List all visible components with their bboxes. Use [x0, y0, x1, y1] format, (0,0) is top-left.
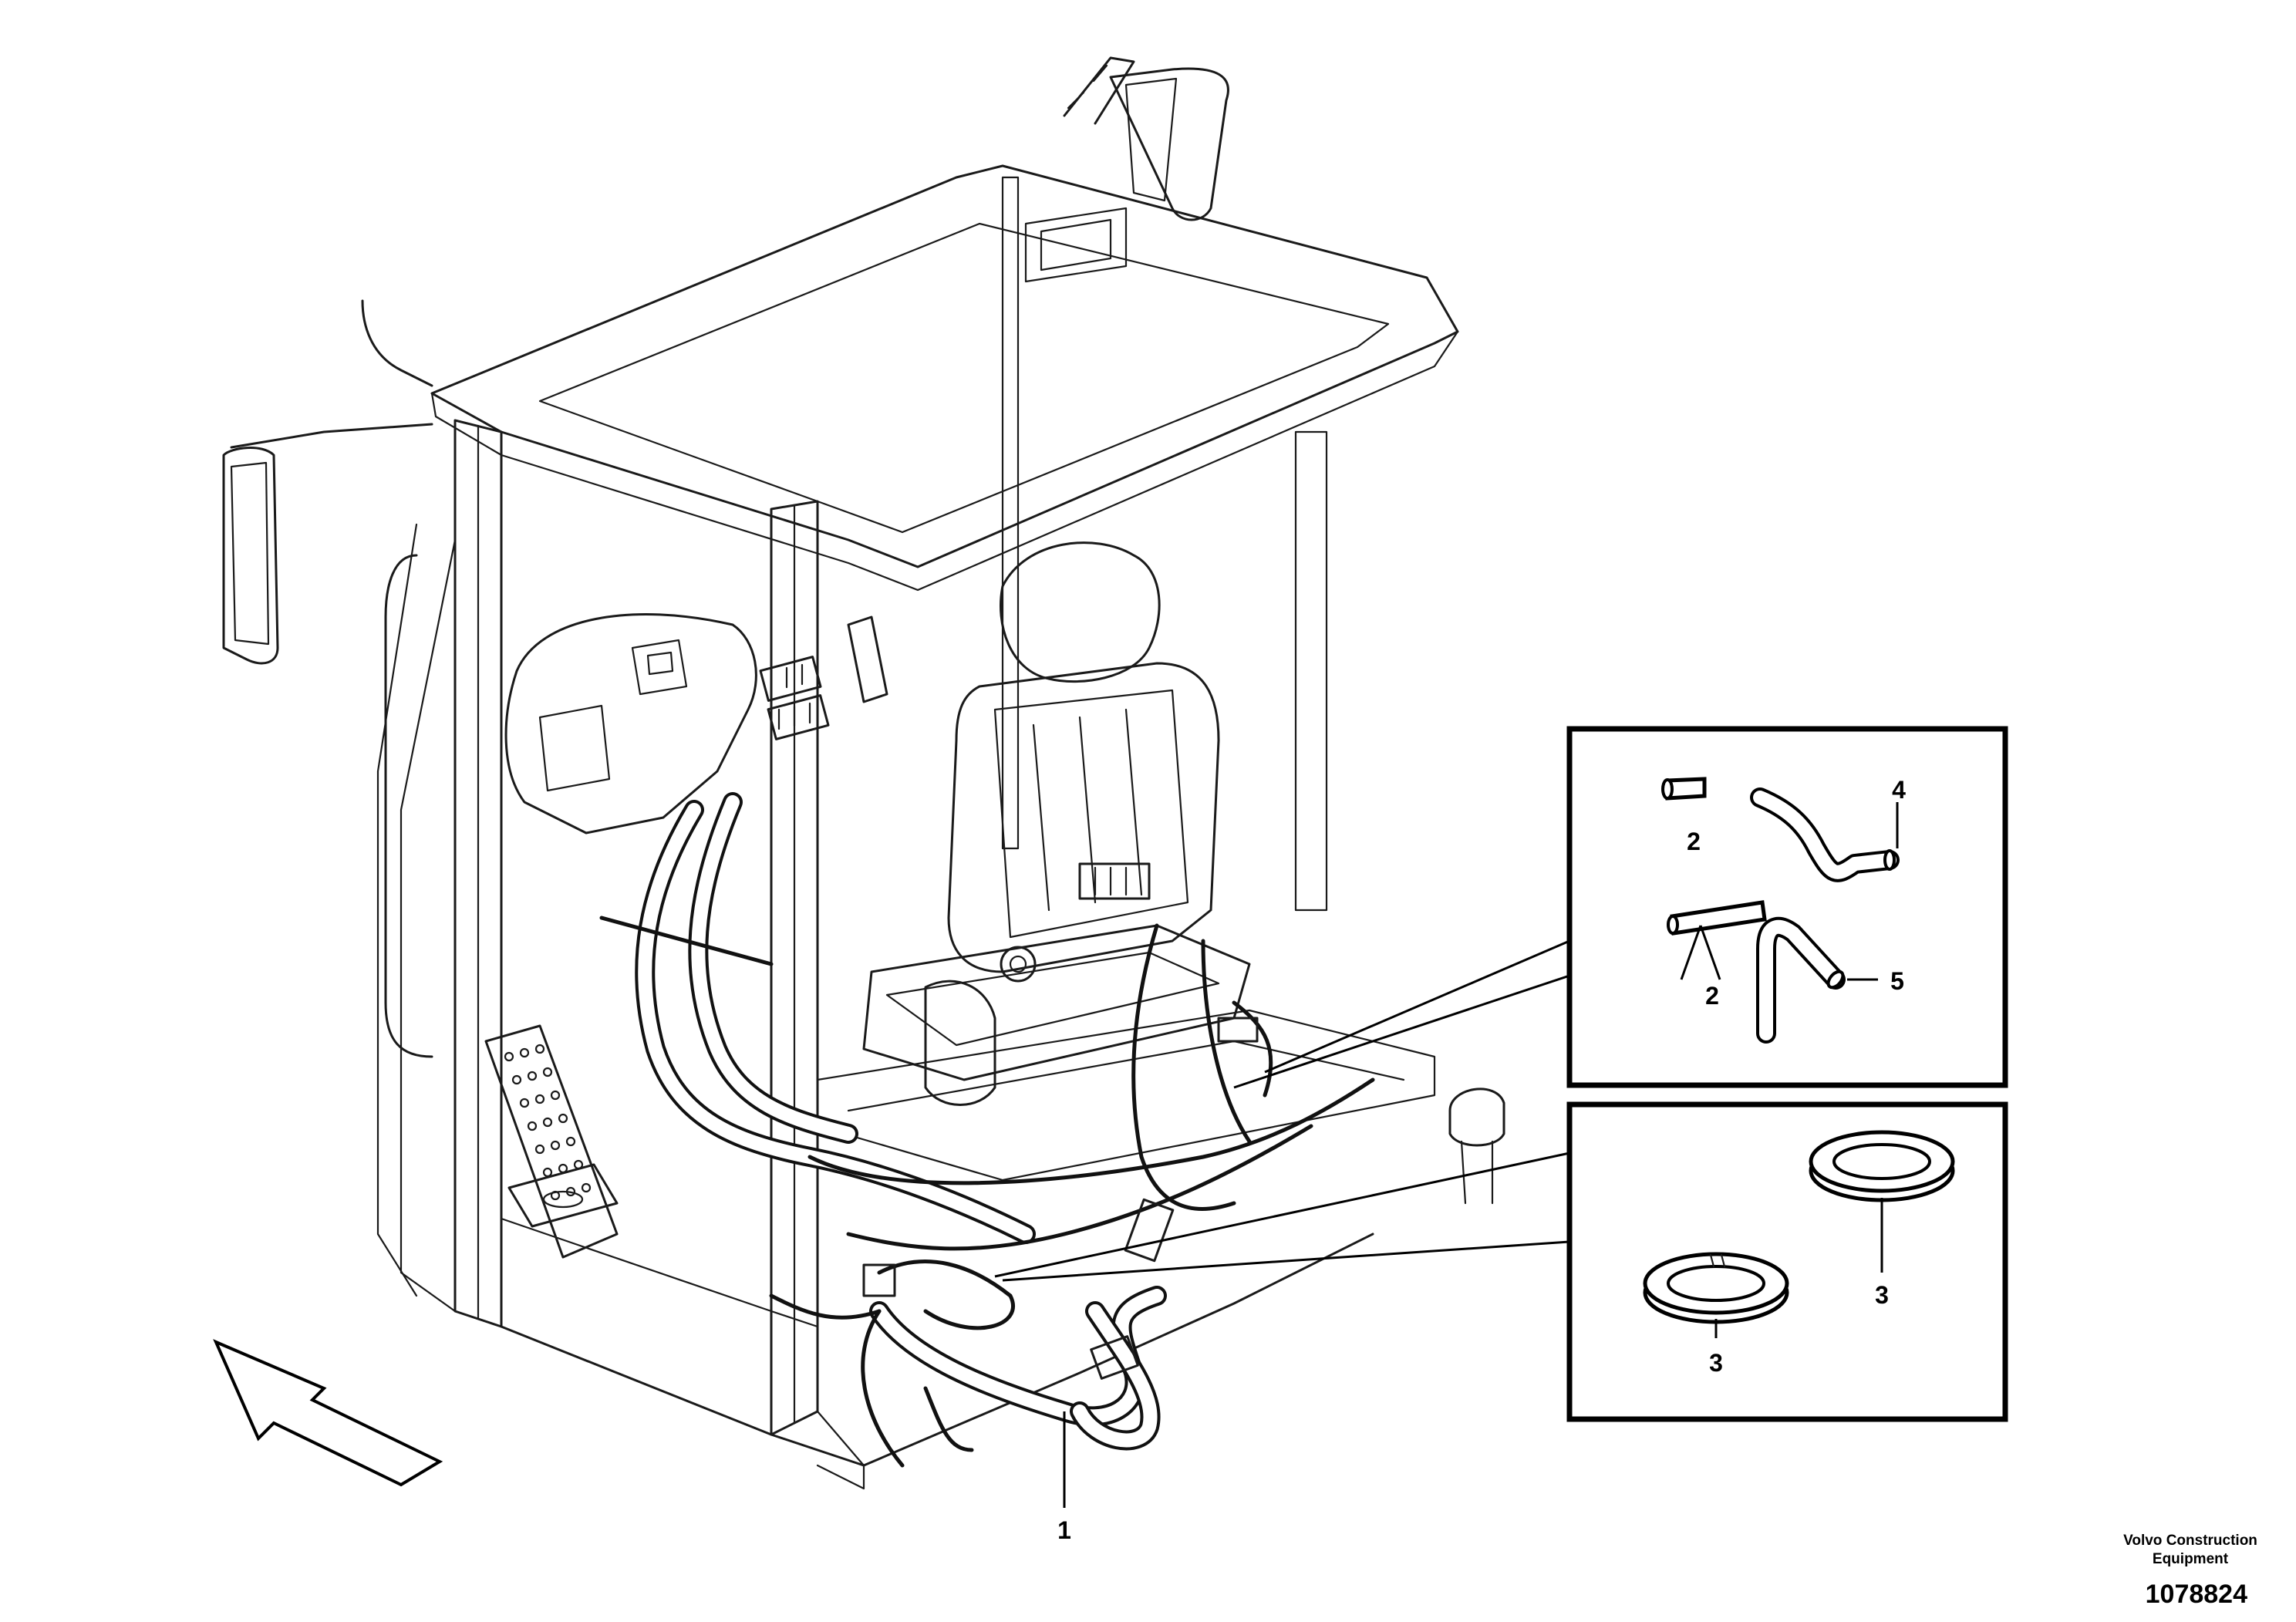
callout-hose-angled: 5	[1890, 967, 1904, 995]
bent-hose-icon	[1750, 787, 1900, 882]
detail-box-hoses: 2 4 2 5	[1233, 726, 2008, 1089]
callout-clip-bottom: 2	[1705, 982, 1719, 1010]
cab-frame	[230, 56, 1459, 1490]
callout-grommet-left: 3	[1709, 1349, 1723, 1377]
mirror-left	[222, 447, 279, 665]
callout-hose-bent: 4	[1892, 776, 1906, 804]
operator-seat	[816, 541, 1436, 1182]
front-direction-arrow	[213, 1339, 443, 1487]
callout-clip-top: 2	[1687, 828, 1701, 855]
dashboard-console	[504, 613, 888, 835]
joystick	[1448, 1088, 1505, 1205]
grommet-left-icon	[1643, 1252, 1789, 1324]
clip-sleeve-icon	[1661, 777, 1707, 801]
company-name-line2: Equipment	[2153, 1551, 2229, 1567]
callout-grommet-right: 3	[1875, 1281, 1889, 1309]
drawing-number: 1078824	[2146, 1580, 2247, 1609]
pedal-area	[484, 1024, 619, 1259]
long-sleeve-icon	[1667, 900, 1767, 936]
company-name-line1: Volvo Construction	[2123, 1533, 2257, 1549]
mirror-right	[1109, 67, 1229, 221]
grommet-right-icon	[1809, 1130, 1955, 1202]
callout-harness: 1	[1057, 1516, 1071, 1544]
angled-hose-icon	[1756, 916, 1846, 1044]
clip-bottom-leader	[1680, 925, 1721, 980]
detail-box-grommets: 3 3	[994, 1101, 2008, 1422]
wiring-harness	[599, 792, 1375, 1468]
